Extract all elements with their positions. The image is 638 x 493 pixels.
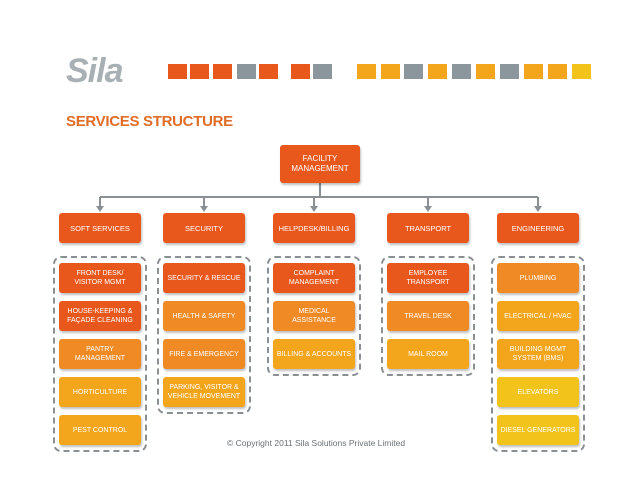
service-item-label: COMPLAINT MANAGEMENT bbox=[288, 270, 340, 286]
service-item: MAIL ROOM bbox=[387, 339, 469, 369]
service-item: FIRE & EMERGENCY bbox=[163, 339, 245, 369]
page-title: SERVICES STRUCTURE bbox=[66, 113, 233, 130]
decorative-square bbox=[259, 64, 278, 79]
service-item-label: PANTRY MANAGEMENT bbox=[74, 346, 126, 362]
service-item: HEALTH & SAFETY bbox=[163, 301, 245, 331]
logo-text: Sila bbox=[66, 52, 123, 90]
service-item: MEDICAL ASSISTANCE bbox=[273, 301, 355, 331]
arrow-head bbox=[310, 206, 318, 212]
arrow-head bbox=[200, 206, 208, 212]
service-item-label: ELECTRICAL / HVAC bbox=[504, 312, 572, 320]
copyright-text: © Copyright 2011 Sila Solutions Private … bbox=[227, 438, 406, 448]
decorative-square bbox=[500, 64, 519, 79]
service-item: SECURITY & RESCUE bbox=[163, 263, 245, 293]
service-item-label: PEST CONTROL bbox=[72, 426, 128, 434]
service-item: HORTICULTURE bbox=[59, 377, 141, 407]
service-item-label: SECURITY & RESCUE bbox=[167, 274, 241, 282]
decorative-square bbox=[548, 64, 567, 79]
arrow-head bbox=[534, 206, 542, 212]
service-item: HOUSE-KEEPING & FAÇADE CLEANING bbox=[59, 301, 141, 331]
service-item-label: EMPLOYEE TRANSPORT bbox=[406, 270, 450, 286]
decorative-square bbox=[381, 64, 400, 79]
service-item-label: ELEVATORS bbox=[517, 388, 559, 396]
root-node-label: FACILITY MANAGEMENT bbox=[291, 154, 349, 173]
category-group bbox=[53, 256, 147, 452]
category-box: SECURITY bbox=[163, 213, 245, 243]
service-item: BILLING & ACCOUNTS bbox=[273, 339, 355, 369]
decorative-square bbox=[357, 64, 376, 79]
service-item-label: BILLING & ACCOUNTS bbox=[276, 350, 352, 358]
decorative-square bbox=[428, 64, 447, 79]
service-item-label: HORTICULTURE bbox=[72, 388, 128, 396]
service-item: ELEVATORS bbox=[497, 377, 579, 407]
service-item: PANTRY MANAGEMENT bbox=[59, 339, 141, 369]
service-item-label: TRAVEL DESK bbox=[404, 312, 452, 320]
service-item: EMPLOYEE TRANSPORT bbox=[387, 263, 469, 293]
arrow-head bbox=[424, 206, 432, 212]
category-group bbox=[157, 256, 251, 414]
category-label: SOFT SERVICES bbox=[70, 223, 130, 233]
service-item-label: FIRE & EMERGENCY bbox=[169, 350, 239, 358]
category-group bbox=[491, 256, 585, 452]
category-group bbox=[267, 256, 361, 376]
arrow-head bbox=[96, 206, 104, 212]
service-item: PARKING, VISITOR & VEHICLE MOVEMENT bbox=[163, 377, 245, 407]
service-item-label: MEDICAL ASSISTANCE bbox=[292, 308, 336, 324]
service-item-label: DIESEL GENERATORS bbox=[500, 426, 576, 434]
service-item-label: MAIL ROOM bbox=[408, 350, 448, 358]
category-label: ENGINEERING bbox=[511, 223, 565, 233]
decorative-square bbox=[452, 64, 471, 79]
service-item: BUILDING MGMT SYSTEM (BMS) bbox=[497, 339, 579, 369]
service-item: ELECTRICAL / HVAC bbox=[497, 301, 579, 331]
decorative-square bbox=[190, 64, 209, 79]
category-label: SECURITY bbox=[185, 223, 223, 233]
decorative-square bbox=[476, 64, 495, 79]
root-node: FACILITY MANAGEMENT bbox=[280, 145, 360, 183]
service-item-label: HEALTH & SAFETY bbox=[172, 312, 236, 320]
decorative-square bbox=[524, 64, 543, 79]
decorative-square bbox=[313, 64, 332, 79]
service-item: TRAVEL DESK bbox=[387, 301, 469, 331]
category-box: TRANSPORT bbox=[387, 213, 469, 243]
service-item: FRONT DESK/ VISITOR MGMT bbox=[59, 263, 141, 293]
decorative-square bbox=[404, 64, 423, 79]
service-item-label: HOUSE-KEEPING & FAÇADE CLEANING bbox=[67, 308, 133, 324]
service-item-label: PLUMBING bbox=[519, 274, 557, 282]
service-item-label: PARKING, VISITOR & VEHICLE MOVEMENT bbox=[167, 384, 241, 400]
category-group bbox=[381, 256, 475, 376]
service-item-label: BUILDING MGMT SYSTEM (BMS) bbox=[509, 346, 567, 362]
category-label: HELPDESK/BILLING bbox=[278, 223, 350, 233]
category-box: HELPDESK/BILLING bbox=[273, 213, 355, 243]
category-box: SOFT SERVICES bbox=[59, 213, 141, 243]
service-item: PEST CONTROL bbox=[59, 415, 141, 445]
sila-logo: Sila bbox=[66, 52, 136, 92]
service-item: COMPLAINT MANAGEMENT bbox=[273, 263, 355, 293]
decorative-square bbox=[213, 64, 232, 79]
category-label: TRANSPORT bbox=[404, 223, 452, 233]
decorative-square bbox=[572, 64, 591, 79]
service-item-label: FRONT DESK/ VISITOR MGMT bbox=[74, 270, 126, 286]
service-item: PLUMBING bbox=[497, 263, 579, 293]
category-box: ENGINEERING bbox=[497, 213, 579, 243]
service-item: DIESEL GENERATORS bbox=[497, 415, 579, 445]
decorative-square bbox=[291, 64, 310, 79]
decorative-square bbox=[237, 64, 256, 79]
decorative-square bbox=[168, 64, 187, 79]
